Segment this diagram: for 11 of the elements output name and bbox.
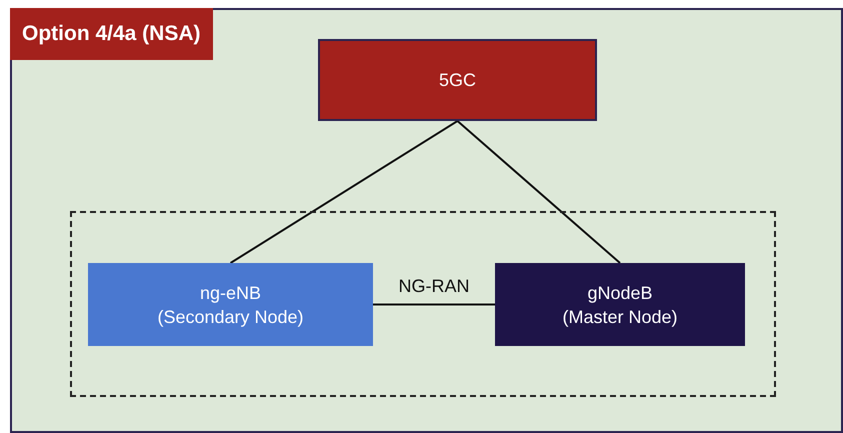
node-label: ng-eNB (Secondary Node) bbox=[156, 282, 305, 328]
connector-line bbox=[456, 120, 621, 264]
connector-line bbox=[230, 120, 458, 264]
node-box bbox=[495, 263, 745, 346]
core-box bbox=[318, 39, 597, 121]
title-tab: Option 4/4a (NSA) bbox=[10, 8, 213, 60]
node-box bbox=[88, 263, 373, 346]
dashed-group-box bbox=[70, 211, 776, 397]
node-label: gNodeB (Master Node) bbox=[561, 282, 679, 328]
node-label: 5GC bbox=[438, 69, 476, 92]
connector-line bbox=[373, 304, 495, 306]
